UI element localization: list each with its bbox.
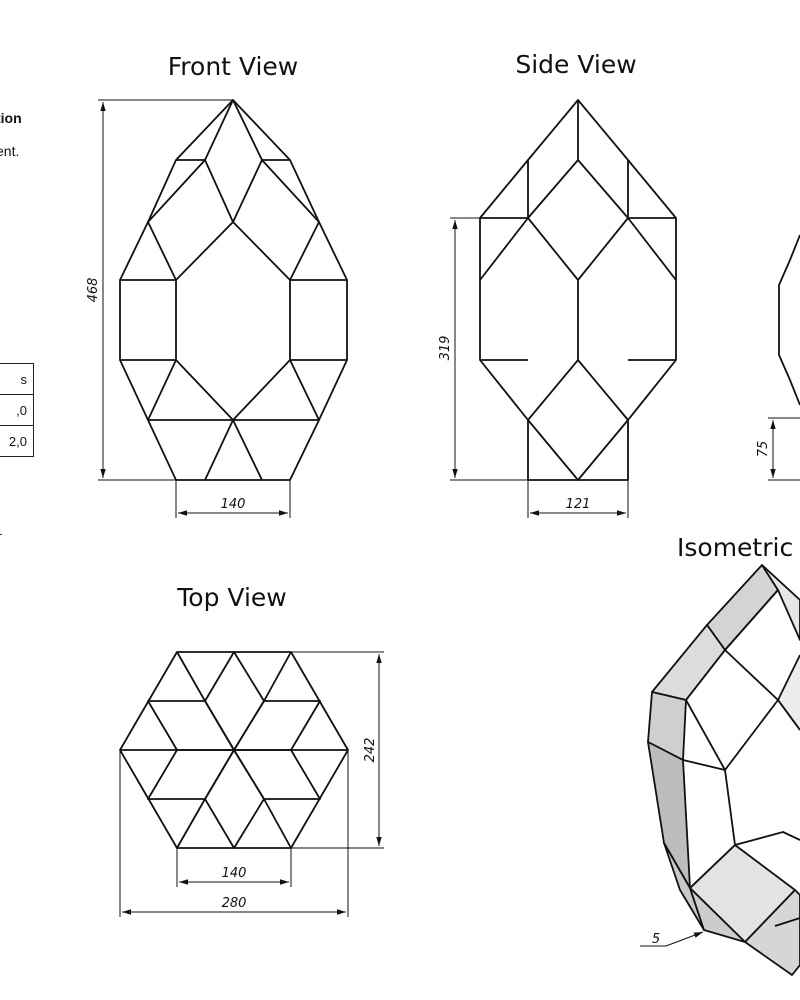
side-view: Side View 319 121 bbox=[438, 50, 677, 518]
top-height-label: 242 bbox=[363, 738, 378, 763]
top-width-label: 280 bbox=[222, 896, 247, 911]
sidebar-note-fragment: ent. bbox=[0, 143, 20, 159]
top-height-dimension: 242 bbox=[291, 651, 384, 849]
table-cell: 2,0 bbox=[0, 425, 34, 457]
top-view-outline bbox=[119, 651, 349, 849]
side-width-label: 121 bbox=[566, 497, 591, 512]
top-inner-width-dimension: 140 bbox=[176, 848, 292, 887]
parameter-table: s ,0 2,0 bbox=[0, 363, 34, 457]
top-view-title: Top View bbox=[176, 583, 286, 612]
front-width-dimension: 140 bbox=[175, 480, 291, 518]
side-view-outline bbox=[479, 99, 677, 481]
front-height-dimension: 468 bbox=[86, 99, 233, 481]
partial-height-label: 75 bbox=[756, 441, 771, 458]
side-height-label: 319 bbox=[438, 336, 453, 361]
front-view-title: Front View bbox=[168, 52, 299, 81]
isometric-callout-label: 5 bbox=[652, 932, 660, 947]
table-row: 2,0 bbox=[0, 425, 34, 457]
side-view-title: Side View bbox=[515, 50, 636, 79]
top-width-dimension: 280 bbox=[119, 750, 349, 917]
front-height-label: 468 bbox=[86, 278, 101, 303]
side-height-dimension: 319 bbox=[438, 217, 528, 481]
isometric-solid bbox=[647, 564, 800, 976]
partial-right-view: 75 bbox=[756, 234, 800, 481]
isometric-view: Isometric V bbox=[640, 533, 800, 976]
sidebar-title-fragment: tion bbox=[0, 110, 22, 126]
front-width-label: 140 bbox=[221, 497, 246, 512]
top-view: Top View 242 140 bbox=[119, 583, 384, 917]
front-view-outline bbox=[119, 99, 348, 481]
isometric-view-title: Isometric V bbox=[677, 533, 800, 562]
front-view: Front View 468 140 bbox=[86, 52, 348, 518]
side-width-dimension: 121 bbox=[527, 480, 629, 518]
isometric-callout: 5 bbox=[640, 931, 704, 947]
top-inner-width-label: 140 bbox=[222, 866, 247, 881]
sidebar-mark: - bbox=[0, 527, 2, 541]
